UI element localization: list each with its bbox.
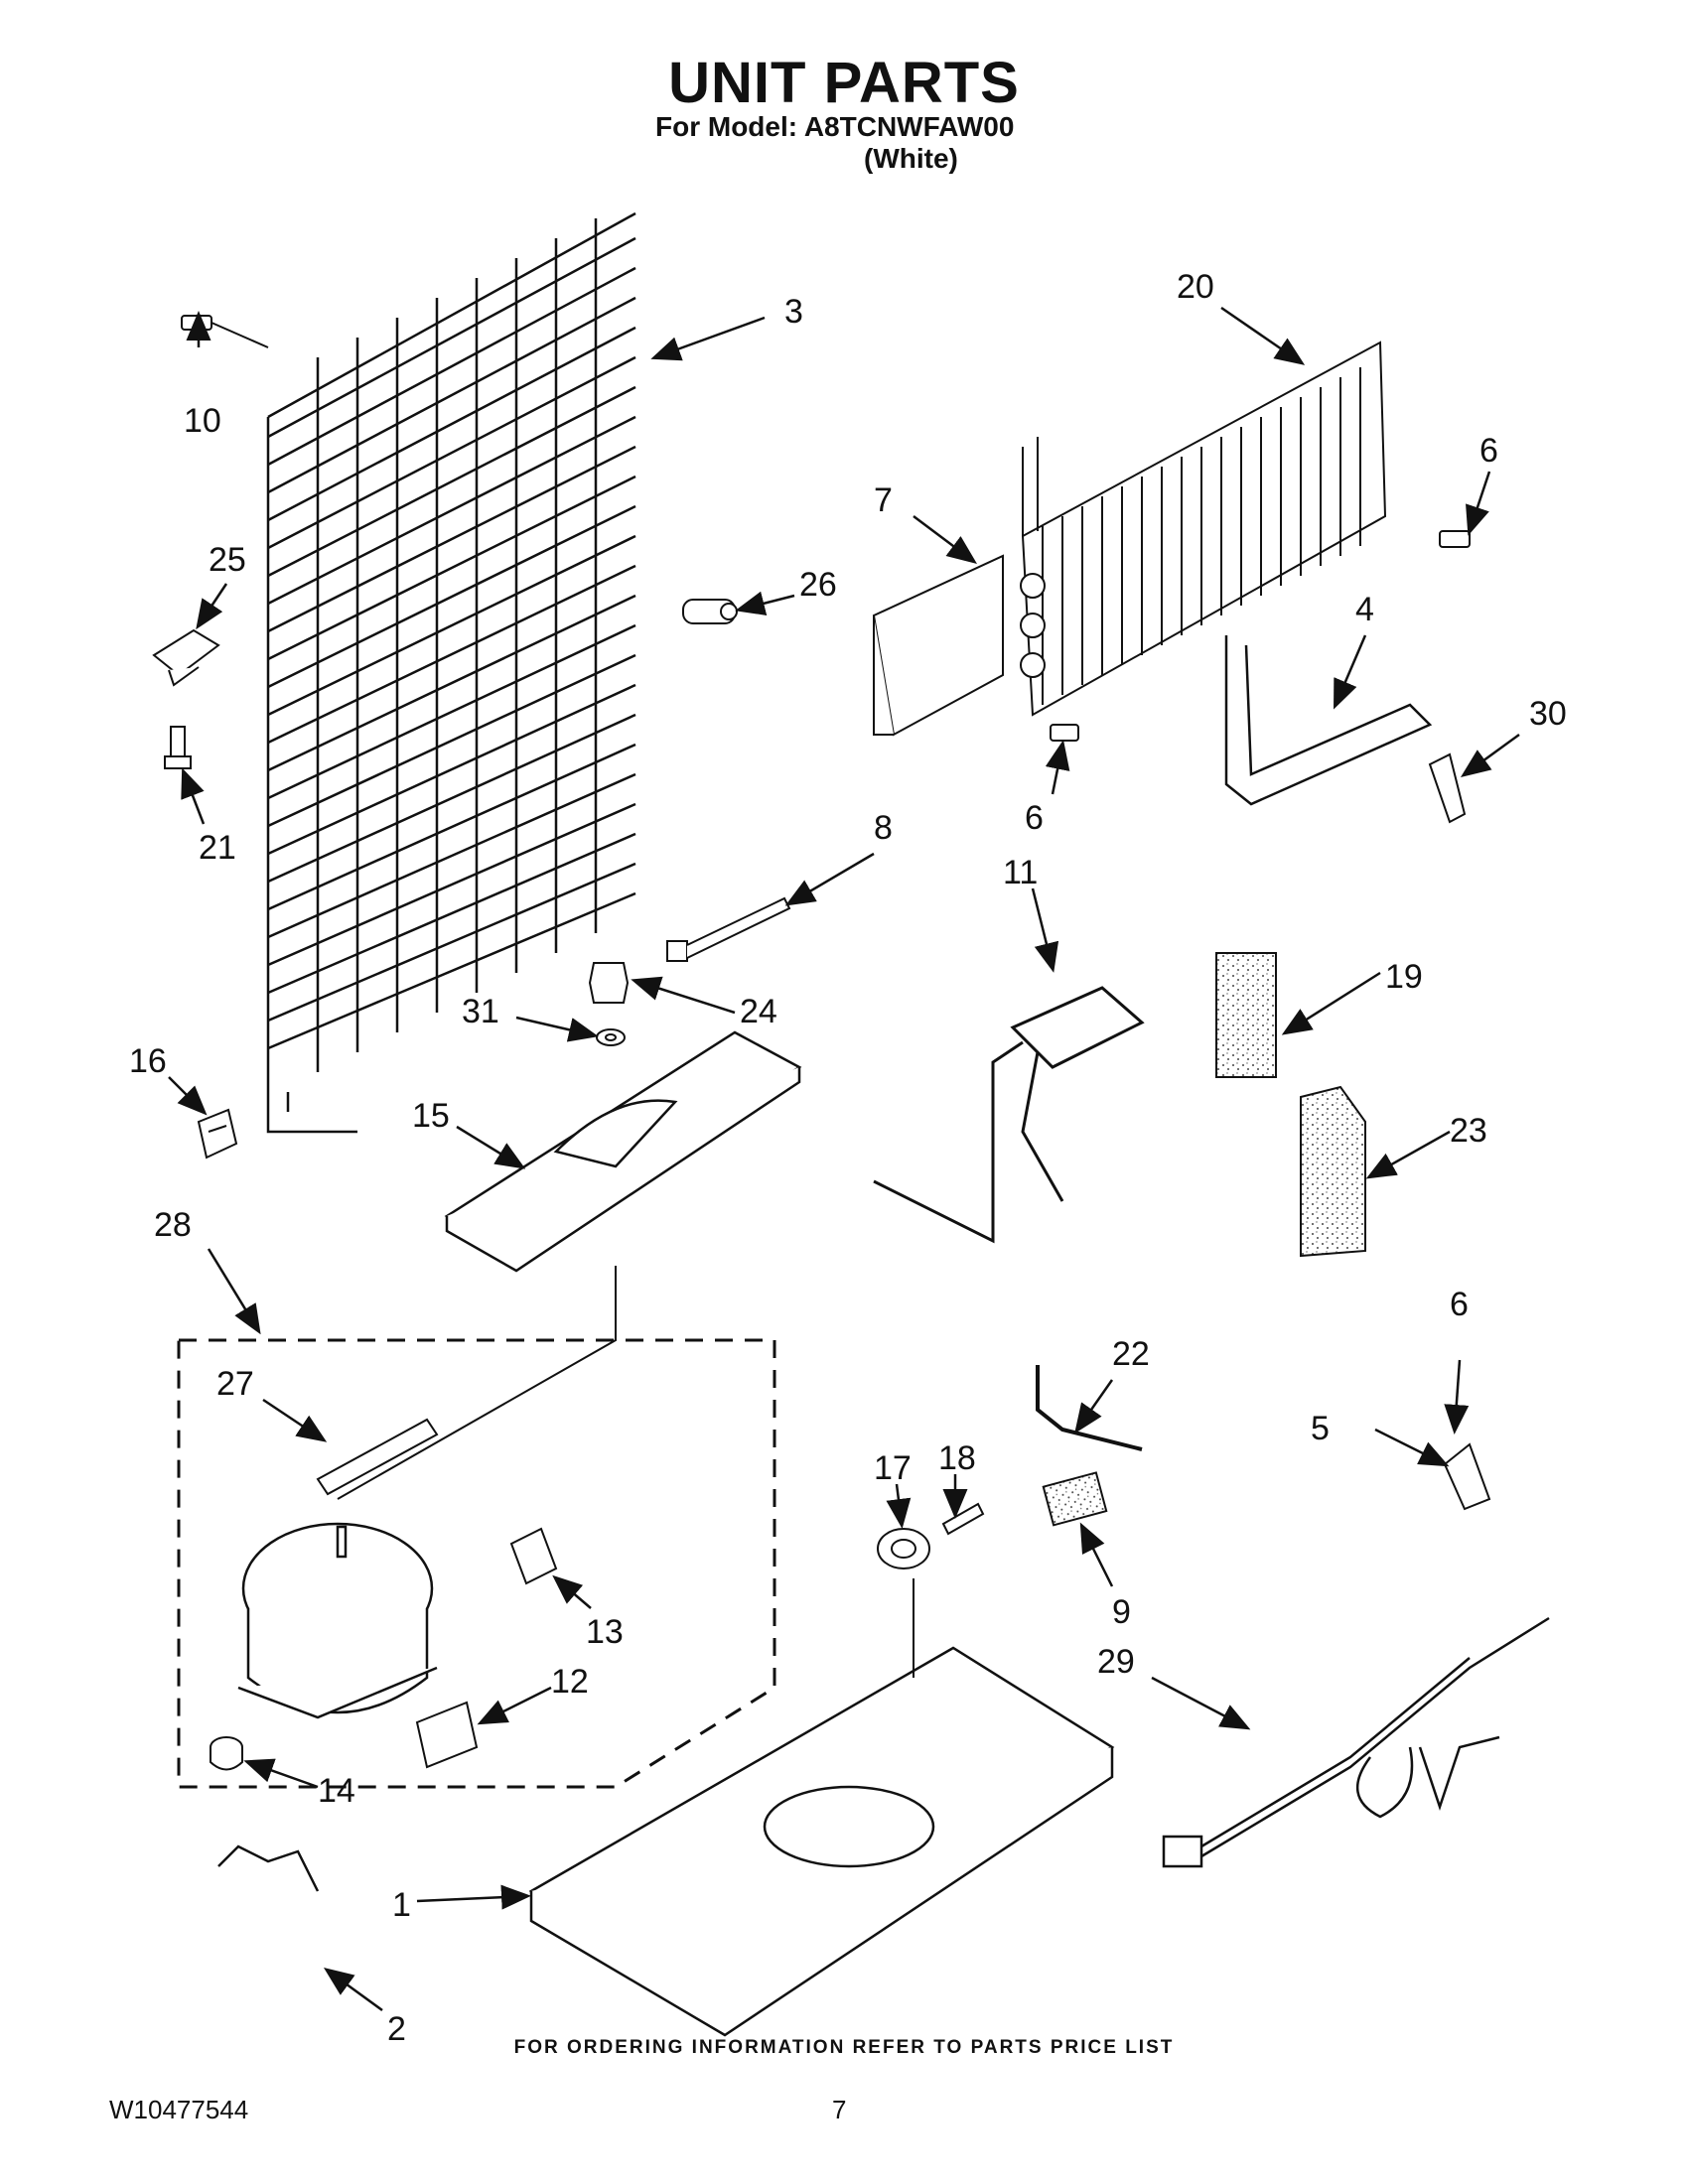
callout-6-top: 6 [1479,432,1498,470]
callout-2: 2 [387,2010,406,2048]
relay-13 [509,1527,558,1585]
bracket-5 [1443,1442,1491,1511]
callout-4: 4 [1355,591,1374,628]
page-title: UNIT PARTS [668,51,1020,115]
defrost-heater-4 [1224,635,1433,806]
capacitor-12 [415,1701,479,1769]
callout-14: 14 [318,1772,355,1810]
compressor-assembly-box-28 [177,1338,776,1789]
grommet-14 [210,1736,243,1771]
tube-11 [873,986,1145,1244]
tube-22 [1036,1365,1143,1451]
callout-12: 12 [551,1663,589,1701]
clip-16 [197,1108,238,1160]
wire-tie-8 [666,896,791,962]
page-number: 7 [832,2095,847,2124]
screw-10 [181,315,269,348]
document-number: W10477544 [109,2095,249,2124]
callout-27: 27 [216,1365,254,1403]
nut-24 [588,962,630,1004]
grommet-17 [877,1528,930,1570]
foam-block-23 [1300,1085,1366,1258]
screw-18 [941,1502,985,1536]
callout-31: 31 [462,993,499,1030]
callout-26: 26 [799,566,837,604]
callout-24: 24 [740,993,777,1030]
evaporator-cover-7 [872,554,1004,737]
callout-1: 1 [392,1886,411,1924]
drain-line [337,1266,617,1500]
callout-21: 21 [199,829,236,867]
screw-6-top [1439,530,1471,548]
callout-25: 25 [209,541,246,579]
callout-15: 15 [412,1097,450,1135]
callout-6-mid: 6 [1025,799,1044,837]
evaporator [1020,341,1387,717]
ordering-note: FOR ORDERING INFORMATION REFER TO PARTS … [513,2037,1175,2058]
callout-23: 23 [1450,1112,1487,1150]
callout-30: 30 [1529,695,1567,733]
screw-6-mid [1050,724,1079,742]
bracket-25 [152,628,220,687]
callout-9: 9 [1112,1593,1131,1631]
clip-30 [1428,752,1467,824]
foam-block-19 [1215,952,1277,1078]
pad-9 [1042,1471,1108,1527]
callout-13: 13 [586,1613,624,1651]
callout-19: 19 [1385,958,1423,996]
callout-16: 16 [129,1042,167,1080]
callout-labels: 1 2 3 4 5 6 6 6 7 8 9 10 11 12 13 14 15 … [129,268,1567,2048]
model-label: For Model: A8TCNWFAW00 [655,111,1015,142]
callout-7: 7 [874,481,893,519]
wire-2 [217,1844,320,1892]
drier-27 [316,1418,439,1496]
callout-17: 17 [874,1449,912,1487]
callout-8: 8 [874,809,893,847]
callout-6-bottom: 6 [1450,1286,1469,1323]
spacer-26 [682,599,738,624]
compressor [237,1522,438,1719]
callout-29: 29 [1097,1643,1135,1681]
base-pan-1 [528,1646,1115,2037]
condenser-coil [266,211,636,1134]
callout-22: 22 [1112,1335,1150,1373]
callout-10: 10 [184,402,221,440]
screw-21 [164,726,192,769]
wiring-harness-29 [1162,1616,1550,1868]
callout-5: 5 [1311,1410,1330,1447]
callout-11: 11 [1003,854,1038,891]
callout-20: 20 [1177,268,1214,306]
callout-18: 18 [938,1439,976,1477]
color-label: (White) [864,143,958,174]
drain-pan-15 [444,1030,802,1273]
callout-3: 3 [784,293,803,331]
callout-28: 28 [154,1206,192,1244]
washer-31 [596,1028,626,1046]
leader-lines [168,306,1520,2012]
